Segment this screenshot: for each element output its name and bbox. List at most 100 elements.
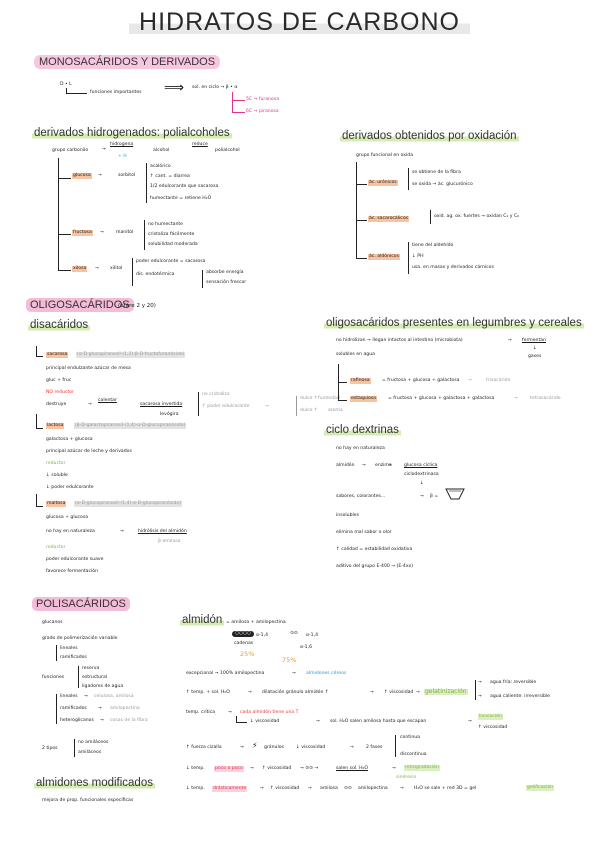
text: ↑ viscosidad <box>384 690 414 695</box>
bracket <box>356 184 367 221</box>
text: α-1,4 <box>306 633 318 638</box>
text: glucosa <box>72 173 92 179</box>
text: fermentan <box>522 338 546 343</box>
bracket <box>232 92 245 101</box>
text: ↑ calidad = estabilidad oxidativa <box>336 547 413 552</box>
text: glucosa cíclica <box>404 463 438 468</box>
text: (α-D-glucopiranosil-(1,4)-α-D-glucopiran… <box>74 501 183 507</box>
text: elimina mal sabor o olor <box>336 530 392 535</box>
text: no humectante <box>148 222 183 227</box>
text: reductor <box>46 461 66 466</box>
text: sacarosa <box>46 352 69 358</box>
text: 5C → furanosa <box>246 97 280 102</box>
text: acalórico <box>150 164 171 169</box>
text: ciclodextrinasa <box>404 472 439 477</box>
text: gluc + fruc <box>46 378 72 383</box>
text: ác. sacarocálicos <box>368 216 410 222</box>
text: lineales <box>60 694 78 699</box>
text: ↓ PH <box>412 254 424 259</box>
bracket <box>36 414 43 429</box>
text: reserva <box>82 666 100 671</box>
text: gelatinización <box>424 688 468 695</box>
text: discontinua <box>400 752 427 757</box>
text: 75% <box>282 656 297 664</box>
text: ↓ viscosidad <box>296 745 326 750</box>
text: levógira <box>160 412 179 417</box>
text: sol. en ciclo → β • α <box>192 85 238 90</box>
text: 2 tipos <box>42 746 58 751</box>
text: cada almidón tiene una T <box>240 710 299 715</box>
text: 25% <box>240 650 255 658</box>
text: hidrólisis del almidón <box>138 529 187 534</box>
text: lixiviación <box>478 714 503 720</box>
text: sorbitol <box>118 173 136 178</box>
text: maltosa <box>46 501 67 507</box>
text: ↑ viscosidad <box>270 786 300 791</box>
text: reductor <box>46 545 66 550</box>
text: ác. urónicos <box>368 180 398 186</box>
bracket <box>58 234 71 271</box>
text: fructosa <box>72 230 93 236</box>
text: amilopectina <box>358 786 388 791</box>
text: temp. crítica <box>186 710 216 715</box>
text: rafinosa <box>350 378 371 384</box>
heading-ciclo-dextrinas: ciclo dextrinas <box>324 424 401 436</box>
text: no cristaliza <box>202 392 230 397</box>
text: funciones importantes <box>90 90 142 95</box>
text: no amiláceos <box>78 740 109 745</box>
text: agua caliente: irreversible <box>490 694 551 699</box>
text: 1/2 edulcorante que sacarosa <box>150 184 219 189</box>
bracket <box>36 346 43 357</box>
text: no hay en naturaleza <box>46 529 95 534</box>
text: solubles en agua <box>336 352 375 357</box>
text: ramificados <box>60 706 87 711</box>
text: sabores, colorantes... <box>336 494 386 499</box>
text: dilatación gránulo almidón ↑ <box>262 690 329 695</box>
text: α-1,6 <box>300 645 312 650</box>
text: (α-D-glucopiranosil-(1,2)-β-D-fructofura… <box>76 352 186 358</box>
text: insolubles <box>336 513 359 518</box>
text: sol. H₂O salen amilosa hasta que escapan <box>330 719 427 724</box>
text: gases <box>528 354 542 359</box>
text: oxid. ag. ox. fuertes → oxidan C₁ y C₆ <box>434 214 519 219</box>
double-arrow-icon: ⟹ <box>164 80 185 96</box>
text: = amilosa + amilopectina <box>226 620 286 625</box>
text: dis. endotérmica <box>136 272 175 277</box>
text: ramificados <box>60 655 87 660</box>
text: retrogradación <box>404 765 440 771</box>
text: calentar <box>98 398 117 403</box>
text: grupo carbonilo <box>52 148 89 153</box>
text: ↓ temp. <box>186 786 205 791</box>
text: glucanos <box>42 620 63 625</box>
text: funciones <box>42 675 65 680</box>
text: celulosa, amilosa <box>94 694 134 699</box>
text: xilosa <box>72 266 88 272</box>
text: aditivo del grupo E-400 → (E-4xx) <box>336 564 414 569</box>
heading-oxidacion: derivados obtenidos por oxidación <box>340 130 519 142</box>
text: se oxida → ác. glucurónico <box>412 182 473 187</box>
text: excepcional → 100% amilopectina <box>186 671 265 676</box>
cyclodextrin-cone-icon <box>445 488 465 500</box>
bracket <box>338 382 347 401</box>
text: dulce ↑ <box>300 408 318 413</box>
text: cosas de la fibra <box>110 718 148 723</box>
text: 6C → piranosa <box>246 109 279 114</box>
bracket <box>356 162 367 185</box>
text: poder edulcorante suave <box>46 557 104 562</box>
text: glucosa + glucosa <box>46 515 89 520</box>
heading-disacaridos: disacáridos <box>28 319 91 331</box>
text: sacarosa invertida <box>140 402 183 407</box>
text: H₂O se sale + red 3D = gel <box>414 786 477 791</box>
heading-almidon: almidón <box>180 614 225 626</box>
text: drásticamente <box>212 786 248 792</box>
text: ↑ fuerza cizalla <box>186 745 222 750</box>
chain-icon: ○○○○ <box>232 631 255 637</box>
text: xilitol <box>110 266 123 271</box>
text: trisacárido <box>486 378 511 383</box>
text: ↑ viscosidad <box>478 725 508 730</box>
text: tetrasacárido <box>530 396 561 401</box>
text: heteroglicanos <box>60 718 94 723</box>
heading-almidones-modificados: almidones modificados <box>34 777 155 789</box>
text: cadenas <box>234 641 254 646</box>
text: ↓ soluble <box>46 473 68 478</box>
